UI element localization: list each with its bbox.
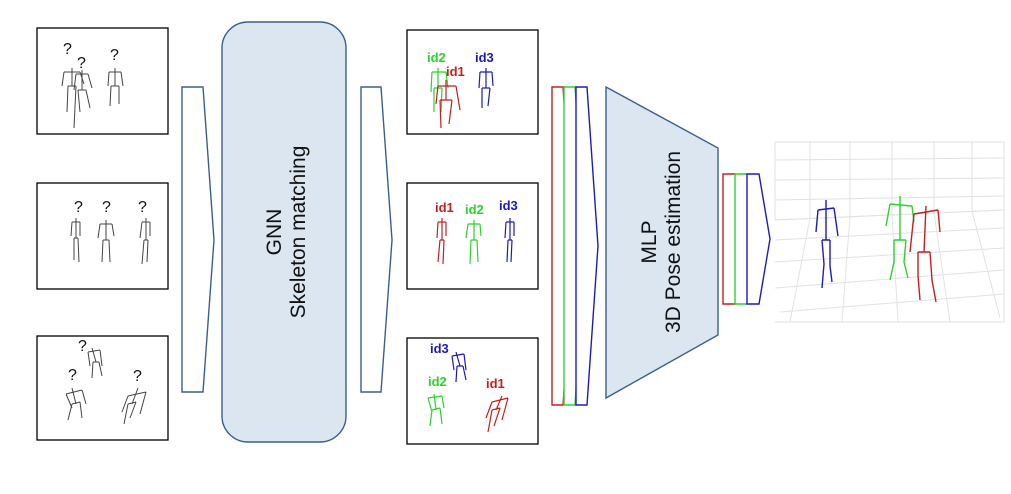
gnn-title: GNN bbox=[263, 209, 286, 256]
unknown-skeleton bbox=[61, 68, 124, 129]
unknown-mark: ? bbox=[74, 199, 83, 216]
label-id3: id3 bbox=[499, 198, 518, 213]
matched-view-1: id2 id1 id3 bbox=[406, 29, 539, 135]
label-id2: id2 bbox=[427, 50, 446, 65]
gnn-subtitle: Skeleton matching bbox=[287, 146, 310, 319]
3d-skeleton-blue bbox=[815, 200, 839, 289]
label-id1: id1 bbox=[446, 64, 465, 79]
skeleton-blue bbox=[478, 68, 494, 108]
matched-view-2: id1 id2 id3 bbox=[406, 182, 539, 290]
unknown-skeleton bbox=[65, 347, 147, 425]
skeleton-red bbox=[485, 395, 509, 433]
unknown-mark: ? bbox=[133, 368, 142, 385]
mlp-subtitle: 3D Pose estimation bbox=[662, 151, 685, 333]
unknown-skeleton bbox=[70, 218, 151, 265]
input-view-3: ? ? ? bbox=[36, 335, 169, 441]
skeleton-blue bbox=[451, 351, 467, 383]
input-view-1: ? ? ? bbox=[36, 27, 169, 135]
3d-skeleton-green bbox=[885, 196, 915, 281]
3d-pose-scene bbox=[774, 141, 1005, 323]
gnn-block: GNN Skeleton matching bbox=[221, 21, 347, 443]
label-id3: id3 bbox=[475, 50, 494, 65]
3d-skeleton-red bbox=[909, 205, 941, 303]
mlp-title: MLP bbox=[638, 220, 661, 263]
unknown-mark: ? bbox=[68, 367, 77, 384]
3d-grid bbox=[774, 141, 1005, 323]
unknown-mark: ? bbox=[77, 55, 86, 72]
input-arrow bbox=[181, 86, 215, 393]
label-id1: id1 bbox=[486, 376, 505, 391]
unknown-mark: ? bbox=[102, 199, 111, 216]
label-id2: id2 bbox=[428, 374, 447, 389]
skeleton-red bbox=[436, 218, 447, 265]
label-id1: id1 bbox=[435, 200, 454, 215]
skeleton-green bbox=[465, 220, 482, 265]
matched-view-3: id3 id2 id1 bbox=[406, 337, 539, 445]
input-view-2: ? ? ? bbox=[36, 182, 169, 290]
matching-arrow bbox=[360, 86, 393, 393]
output-arrows bbox=[722, 173, 771, 305]
label-id3: id3 bbox=[430, 341, 449, 356]
unknown-mark: ? bbox=[110, 47, 119, 64]
feature-arrows bbox=[551, 86, 599, 406]
skeleton-blue bbox=[504, 218, 515, 263]
label-id2: id2 bbox=[465, 202, 484, 217]
unknown-mark: ? bbox=[138, 199, 147, 216]
skeleton-red bbox=[435, 80, 461, 129]
skeleton-green bbox=[427, 393, 445, 427]
output-arrow-blue bbox=[746, 173, 771, 305]
mlp-block: MLP 3D Pose estimation bbox=[605, 85, 719, 400]
unknown-mark: ? bbox=[63, 41, 72, 58]
unknown-mark: ? bbox=[78, 338, 87, 355]
feature-arrow-blue bbox=[575, 86, 599, 406]
